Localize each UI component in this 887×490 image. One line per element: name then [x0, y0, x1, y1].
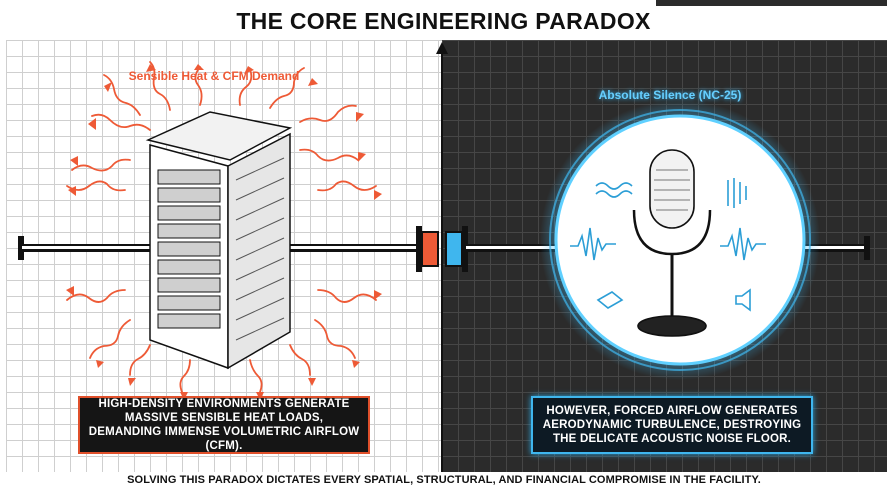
- silence-label: Absolute Silence (NC-25): [598, 88, 742, 102]
- top-dark-stripe: [656, 0, 887, 6]
- heat-caption: HIGH-DENSITY ENVIRONMENTS GENERATE MASSI…: [78, 396, 370, 454]
- server-rack-icon: [145, 111, 293, 370]
- center-divider: [436, 42, 448, 472]
- diagram-title: THE CORE ENGINEERING PARADOX: [236, 8, 651, 34]
- sound-wave-icon: [570, 178, 766, 312]
- heat-wave-icon: [66, 61, 377, 393]
- heat-arrows: [66, 64, 382, 400]
- heat-label: Sensible Heat & CFM Demand: [128, 69, 300, 83]
- footer-statement: SOLVING THIS PARADOX DICTATES EVERY SPAT…: [94, 474, 794, 486]
- silence-caption: HOWEVER, FORCED AIRFLOW GENERATES AERODY…: [531, 396, 813, 454]
- microphone-icon: [632, 149, 712, 337]
- gear-icon: [416, 226, 468, 272]
